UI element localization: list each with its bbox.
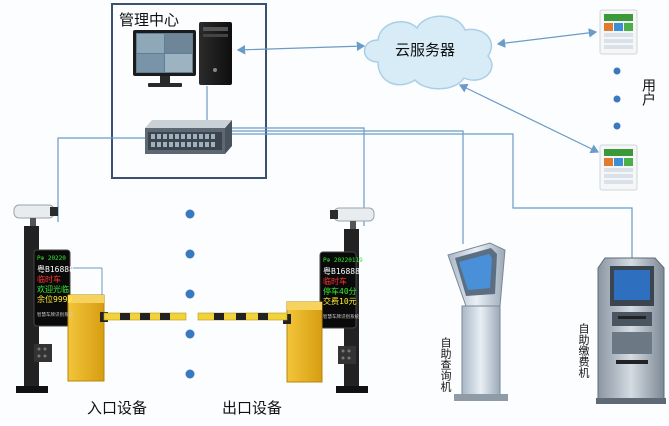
exit-sign-header: P⊕ 20220119: [323, 257, 363, 264]
cloud-server-label: 云服务器: [395, 41, 456, 59]
cloud-user1-arrow: [496, 28, 598, 48]
phone-icon-1: [599, 9, 638, 55]
exit-led-panel: [319, 251, 357, 329]
phone-icon-2: [599, 144, 638, 191]
entrance-barrier-cabinet: [67, 294, 108, 382]
exit-camera-icon: [330, 207, 375, 230]
user-ellipsis-dots: [613, 67, 621, 130]
query-kiosk-label: 自助查询机: [439, 337, 452, 392]
entrance-sign-line-2: 临时车: [37, 275, 61, 284]
entrance-led-panel: [33, 249, 71, 327]
entrance-boom-arm: [103, 312, 187, 321]
exit-sign-line-1: 粤B16888: [323, 267, 360, 276]
connection-lines: [57, 86, 633, 258]
network-switch-icon: [145, 120, 232, 154]
management-center-title: 管理中心: [119, 11, 180, 29]
payment-kiosk-label: 自助缴费机: [577, 323, 590, 378]
center-cloud-arrow: [236, 41, 366, 55]
cloud-icon: [363, 15, 493, 90]
entrance-sign-line-3: 欢迎光临: [37, 285, 69, 294]
query-kiosk-icon: [447, 242, 508, 401]
exit-label: 出口设备: [222, 399, 283, 417]
user-label: 用户: [640, 78, 656, 106]
pc-tower-icon: [199, 22, 232, 85]
entrance-label: 入口设备: [87, 399, 148, 417]
exit-sign-line-3: 停车40分: [323, 287, 357, 296]
entrance-camera-icon: [13, 204, 58, 227]
lane-divider-dots: [185, 209, 195, 379]
exit-sign-line-2: 临时车: [323, 277, 347, 286]
exit-barrier-cabinet: [283, 301, 323, 383]
monitor-icon: [133, 30, 196, 87]
entrance-sign-header: P⊕ 20220: [37, 255, 66, 262]
entrance-sign-line-1: 粤B16888: [37, 265, 74, 274]
entrance-sign-footer: 智慧车牌识别系统: [37, 313, 73, 318]
payment-kiosk-icon: [596, 257, 666, 404]
management-center-frame: [111, 3, 267, 179]
entrance-sign-line-4: 余位9999: [37, 295, 73, 304]
exit-sign-footer: 智慧车牌识别系统: [323, 315, 359, 320]
cloud-user2-arrow: [458, 83, 600, 154]
exit-boom-arm: [197, 312, 288, 321]
exit-sign-line-4: 交费10元: [323, 297, 357, 306]
